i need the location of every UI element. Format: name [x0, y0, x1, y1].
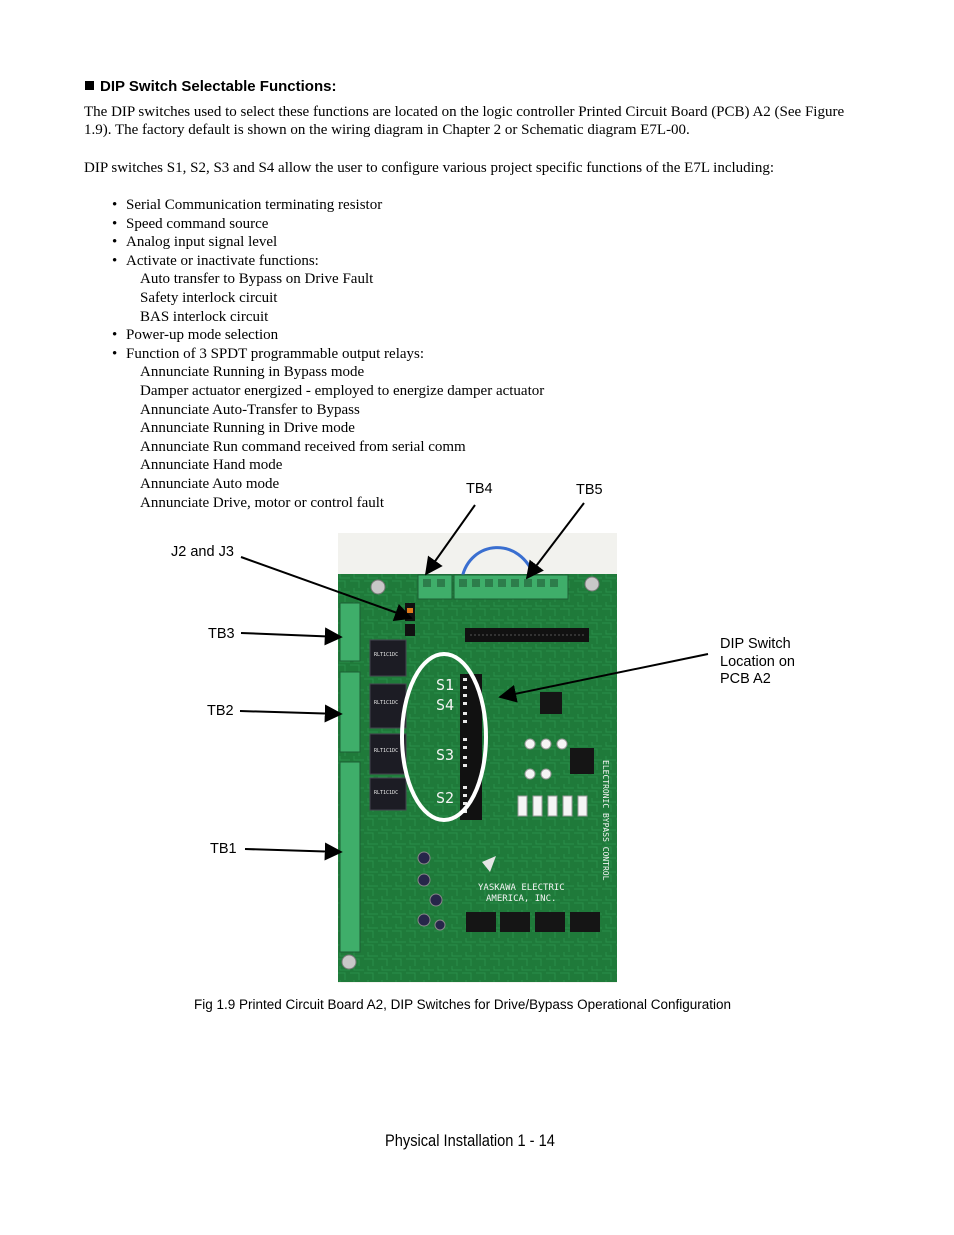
- yaskawa-logo: [482, 856, 496, 872]
- intro-paragraph: The DIP switches used to select these fu…: [84, 104, 845, 138]
- arrow-tb5: [525, 502, 585, 580]
- list-item: •Serial Communication terminating resist…: [112, 197, 383, 213]
- sub-item: Annunciate Running in Bypass mode: [140, 364, 365, 381]
- sub-item: Annunciate Auto-Transfer to Bypass: [140, 401, 360, 418]
- silk-side: ELECTRONIC BYPASS CONTROL: [601, 760, 610, 881]
- sub-item: Safety interlock circuit: [140, 289, 278, 306]
- label-tb5: TB5: [576, 482, 603, 498]
- list-item: •Speed command source: [112, 215, 269, 232]
- sub-item: Annunciate Drive, motor or control fault: [140, 494, 385, 511]
- label-j2-j3: J2 and J3: [171, 544, 234, 560]
- ic-chips: [466, 692, 600, 932]
- sub-item: Annunciate Run command received from ser…: [140, 438, 466, 455]
- silk-s2: S2: [436, 789, 454, 807]
- list-item: •Activate or inactivate functions:: [112, 252, 319, 269]
- svg-text:RLT1C1DC: RLT1C1DC: [374, 790, 398, 796]
- capacitors: [417, 851, 446, 931]
- label-tb3: TB3: [208, 626, 235, 642]
- arrow-tb4: [424, 504, 476, 576]
- arrow-tb2: [239, 704, 343, 723]
- label-tb4: TB4: [466, 481, 493, 497]
- figure-caption: Fig 1.9 Printed Circuit Board A2, DIP Sw…: [194, 997, 732, 1012]
- dip-switch-array: [460, 674, 482, 820]
- terminal-block-left: [339, 602, 361, 953]
- dip-highlight-ellipse: [400, 652, 488, 822]
- list-item: •Function of 3 SPDT programmable output …: [112, 345, 425, 362]
- silk-s3: S3: [436, 746, 454, 764]
- arrow-dip: [498, 653, 709, 703]
- page-footer: Physical Installation 1 - 14: [385, 1131, 555, 1150]
- section-heading-text: DIP Switch Selectable Functions:: [100, 78, 337, 95]
- relays: [369, 639, 407, 811]
- sub-item: Annunciate Running in Drive mode: [140, 420, 355, 437]
- led-row: [517, 738, 588, 817]
- sub-item: Annunciate Hand mode: [140, 457, 283, 474]
- sub-item: BAS interlock circuit: [140, 308, 269, 325]
- sub-item: Damper actuator energized - employed to …: [140, 382, 545, 399]
- list-item: •Power-up mode selection: [112, 327, 279, 344]
- square-bullet-icon: [85, 81, 94, 90]
- arrow-tb1: [244, 842, 343, 861]
- list-item: •Analog input signal level: [112, 234, 278, 251]
- label-tb2: TB2: [207, 703, 234, 719]
- section-heading: DIP Switch Selectable Functions:: [85, 78, 336, 95]
- svg-text:RLT1C1DC: RLT1C1DC: [374, 748, 398, 754]
- arrow-tb3: [240, 627, 343, 646]
- silk-brand-2: AMERICA, INC.: [486, 894, 556, 904]
- sub-item: Auto transfer to Bypass on Drive Fault: [140, 271, 374, 288]
- jumper-j3: [405, 624, 415, 636]
- function-list: •Serial Communication terminating resist…: [112, 196, 544, 512]
- silk-s1: S1: [436, 676, 454, 694]
- arrow-j2j3: [240, 556, 413, 621]
- silk-s4: S4: [436, 696, 454, 714]
- svg-text:RLT1C1DC: RLT1C1DC: [374, 700, 398, 706]
- label-dip-location: DIP Switch Location on PCB A2: [720, 636, 795, 687]
- sub-item: Annunciate Auto mode: [140, 475, 280, 492]
- terminal-block-top: [417, 574, 569, 600]
- silk-brand-1: YASKAWA ELECTRIC: [478, 883, 565, 893]
- svg-text:RLT1C1DC: RLT1C1DC: [374, 652, 398, 658]
- dip-paragraph: DIP switches S1, S2, S3 and S4 allow the…: [84, 160, 775, 176]
- label-tb1: TB1: [210, 841, 237, 857]
